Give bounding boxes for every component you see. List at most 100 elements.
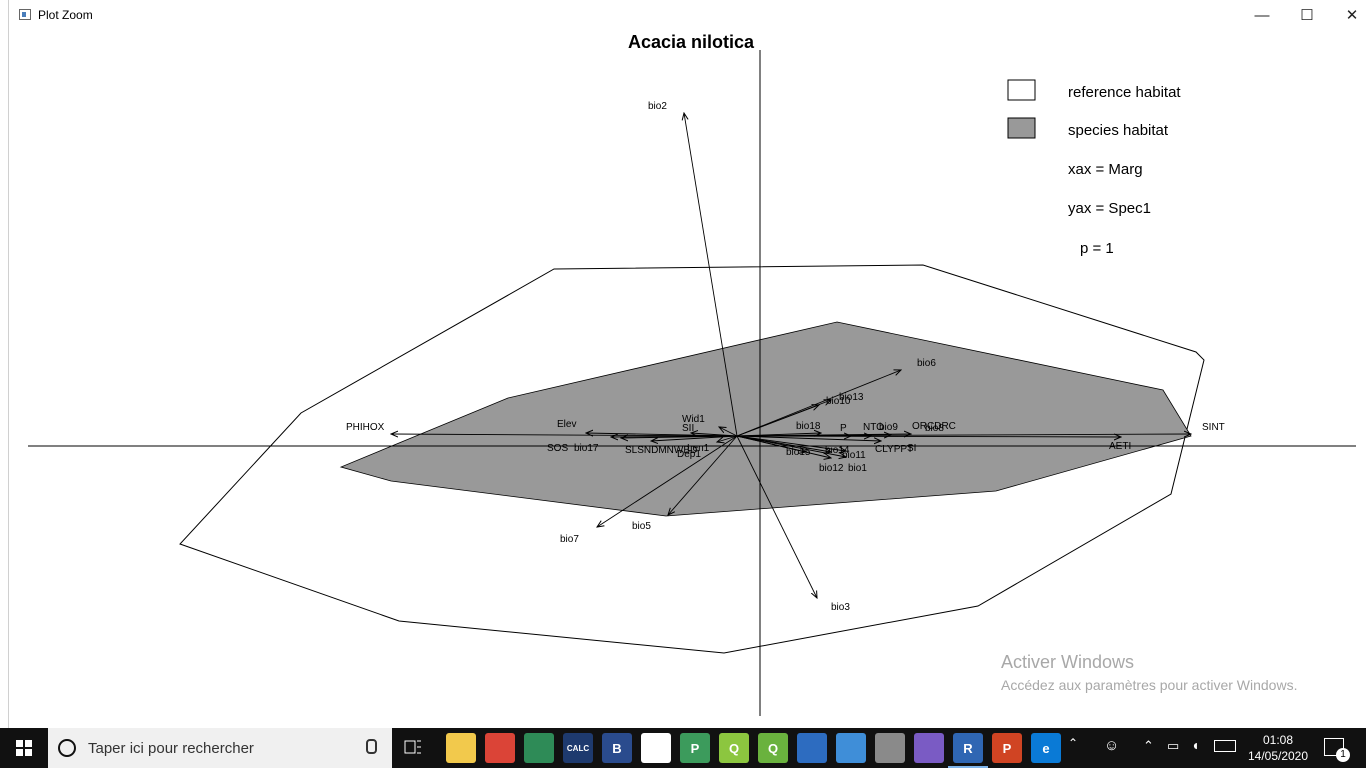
edge-app-icon[interactable]: e <box>1031 733 1061 763</box>
close-button[interactable]: ✕ <box>1345 7 1359 24</box>
app-icon <box>19 9 31 20</box>
label-wid1: Wid1 <box>682 414 705 425</box>
start-button[interactable] <box>0 728 48 768</box>
plot-zoom-window: Plot Zoom — ☐ ✕ Acacia nilotica <box>8 0 1366 728</box>
species-habitat-polygon <box>339 321 1192 517</box>
legend-p: p = 1 <box>1080 240 1114 257</box>
title-bar[interactable]: Plot Zoom — ☐ ✕ <box>9 0 1366 30</box>
label-si: SI <box>907 443 916 454</box>
legend: reference habitat species habitat xax = … <box>1007 79 1181 257</box>
label-bio11: bio11 <box>842 450 866 461</box>
label-dep1: Dep1 <box>677 449 701 460</box>
legend-xax: xax = Marg <box>1068 161 1143 178</box>
notification-center-icon[interactable] <box>1324 738 1344 756</box>
activation-watermark-subtitle: Accédez aux paramètres pour activer Wind… <box>1001 677 1298 693</box>
arrow-aeti <box>736 436 1121 437</box>
windows-logo-icon <box>16 740 32 756</box>
legend-species-label: species habitat <box>1068 122 1169 139</box>
keyboard-icon[interactable] <box>1214 740 1236 752</box>
arrow-bio3 <box>736 435 817 598</box>
label-bio18: bio18 <box>796 421 821 432</box>
label-sii: SII <box>682 423 694 434</box>
arrow-bio11 <box>736 435 846 451</box>
arrow-len1 <box>717 435 738 442</box>
legend-reference-swatch <box>1007 79 1036 101</box>
microphone-icon[interactable] <box>366 739 377 754</box>
label-bio3: bio3 <box>831 602 850 613</box>
r-app-icon[interactable]: R <box>948 733 988 768</box>
enfa-plot: Acacia nilotica <box>28 32 1356 716</box>
window-app-icon[interactable] <box>797 733 827 763</box>
label-bio8: bio8 <box>925 423 944 434</box>
legend-species-swatch <box>1007 117 1036 139</box>
purple-app-icon[interactable] <box>914 733 944 763</box>
search-app-icon[interactable] <box>836 733 866 763</box>
arrow-bio1 <box>736 435 846 457</box>
activation-watermark-title: Activer Windows <box>1001 652 1135 672</box>
document-app-icon[interactable] <box>641 733 671 763</box>
label-orcdrc: ORCDRC <box>912 421 956 432</box>
label-phihox: PHIHOX <box>346 422 385 433</box>
arrow-bio17 <box>621 436 738 438</box>
clock-date: 14/05/2020 <box>1247 749 1309 763</box>
label-sint: SINT <box>1202 422 1225 433</box>
qgis-app-icon[interactable]: Q <box>719 733 749 763</box>
show-hidden-icons-icon[interactable]: ⌃ <box>1068 736 1079 750</box>
window-title: Plot Zoom <box>38 8 93 22</box>
task-view-icon[interactable] <box>404 738 422 756</box>
maximize-button[interactable]: ☐ <box>1300 7 1314 24</box>
label-bio14: bio14 <box>825 445 850 456</box>
label-bio9: bio9 <box>879 422 898 433</box>
arrow-clyppt <box>736 435 881 441</box>
label-bio2: bio2 <box>648 101 667 112</box>
people-icon[interactable]: ☺ <box>1104 737 1120 754</box>
tray-chevron-icon[interactable]: ⌃ <box>1143 738 1154 753</box>
minimize-button[interactable]: — <box>1254 6 1270 24</box>
arrow-bio10 <box>736 405 819 437</box>
calculator-app-icon[interactable]: CALC <box>563 733 593 763</box>
taskbar-search-box[interactable]: Taper ici pour rechercher <box>48 728 392 768</box>
label-bio17: bio17 <box>574 443 599 454</box>
label-elev: Elev <box>557 419 576 430</box>
label-bio1: bio1 <box>848 463 867 474</box>
volume-icon[interactable]: ◖ <box>1191 737 1200 753</box>
chrome-icon[interactable] <box>485 733 515 763</box>
label-clyppt: CLYPPT <box>875 444 913 455</box>
label-sos: SOS <box>547 443 568 454</box>
arrow-bio2 <box>684 113 738 437</box>
file-explorer-icon[interactable] <box>446 733 476 763</box>
label-bio6: bio6 <box>917 358 936 369</box>
network-icon[interactable]: ▭ <box>1167 738 1180 753</box>
label-bio15: bio15 <box>786 447 811 458</box>
label-bio12: bio12 <box>819 463 844 474</box>
notification-count: 1 <box>1336 748 1350 762</box>
label-aeti: AETI <box>1109 441 1131 452</box>
search-placeholder: Taper ici pour rechercher <box>88 740 254 757</box>
globe-app-icon[interactable] <box>875 733 905 763</box>
publisher-app-icon[interactable]: P <box>680 733 710 763</box>
cortana-icon <box>58 739 76 757</box>
arrow-bio12 <box>736 435 831 458</box>
label-slsnd: SLSNDMNWBD <box>625 445 697 456</box>
system-clock[interactable]: 01:08 14/05/2020 <box>1246 732 1310 764</box>
qgis2-app-icon[interactable]: Q <box>758 733 788 763</box>
arrow-bio7 <box>597 435 738 527</box>
powerpoint-app-icon[interactable]: P <box>992 733 1022 763</box>
clock-time: 01:08 <box>1262 733 1294 747</box>
label-len1: Len1 <box>687 443 710 454</box>
legend-yax: yax = Spec1 <box>1068 200 1151 217</box>
plot-title: Acacia nilotica <box>628 32 755 52</box>
legend-reference-label: reference habitat <box>1068 84 1181 101</box>
arrow-bio6 <box>736 370 901 437</box>
label-bio13: bio13 <box>839 392 864 403</box>
label-ntot: NTO <box>863 422 884 433</box>
arrow-phihox <box>391 434 738 436</box>
arrow-wid1 <box>719 427 738 437</box>
label-bio10: bio10 <box>826 396 851 407</box>
label-bio7: bio7 <box>560 534 579 545</box>
spreadsheet-app-icon[interactable] <box>524 733 554 763</box>
label-p: P <box>840 423 847 434</box>
b-app-icon[interactable]: B <box>602 733 632 763</box>
arrow-bio5 <box>668 435 738 515</box>
